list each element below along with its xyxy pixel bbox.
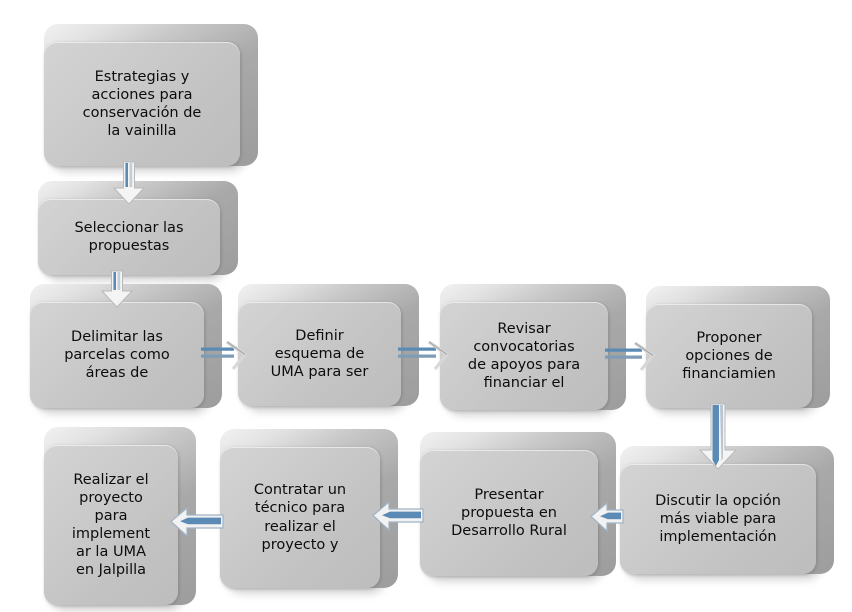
node-label: Revisar convocatorias de apoyos para fin… [440, 302, 608, 410]
flow-node[interactable]: Discutir la opción más viable para imple… [620, 446, 834, 580]
connector-arrow-down [112, 161, 146, 205]
node-label: Estrategias y acciones para conservación… [44, 42, 240, 166]
flow-node[interactable]: Contratar un técnico para realizar el pr… [220, 429, 398, 594]
flow-node[interactable]: Revisar convocatorias de apoyos para fin… [440, 284, 626, 416]
flow-node[interactable]: Definir esquema de UMA para ser [238, 284, 419, 412]
node-label: Definir esquema de UMA para ser [238, 302, 401, 406]
node-label: Seleccionar las propuestas [38, 199, 220, 275]
node-label: Contratar un técnico para realizar el pr… [220, 447, 380, 588]
node-label: Proponer opciones de financiamien [646, 304, 812, 408]
flow-node[interactable]: Proponer opciones de financiamien [646, 286, 830, 414]
node-label: Realizar el proyecto para implement ar l… [44, 445, 178, 605]
connector-arrow-down [698, 403, 738, 470]
connector-arrow-right [397, 333, 450, 377]
connector-arrow-right [200, 333, 248, 377]
connector-arrow-right [604, 334, 656, 378]
flow-node[interactable]: Delimitar las parcelas como áreas de [30, 284, 222, 414]
connector-arrow-left [590, 493, 624, 539]
flow-node[interactable]: Realizar el proyecto para implement ar l… [44, 427, 196, 611]
flow-node[interactable]: Presentar propuesta en Desarrollo Rural [420, 432, 616, 582]
node-label: Delimitar las parcelas como áreas de [30, 302, 204, 408]
connector-arrow-left [170, 498, 224, 544]
connector-arrow-left [372, 492, 424, 538]
flow-node[interactable]: Estrategias y acciones para conservación… [44, 24, 258, 172]
node-label: Presentar propuesta en Desarrollo Rural [420, 450, 598, 576]
flow-node[interactable]: Seleccionar las propuestas [38, 181, 238, 281]
node-label: Discutir la opción más viable para imple… [620, 464, 816, 574]
connector-arrow-down [100, 270, 134, 308]
